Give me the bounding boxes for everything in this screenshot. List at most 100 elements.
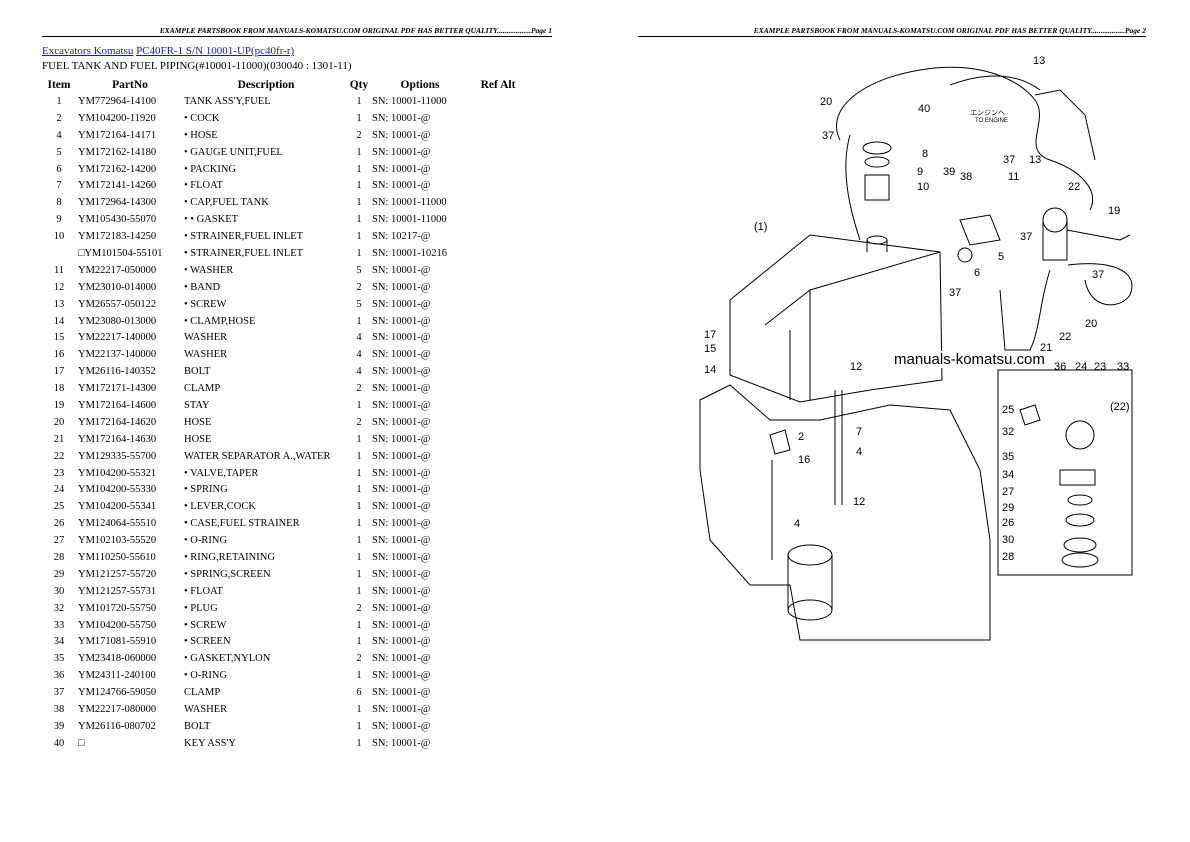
svg-text:38: 38 (960, 171, 972, 183)
cell-ref-alt (468, 161, 528, 178)
svg-text:22: 22 (1059, 331, 1071, 343)
cell-ref-alt (468, 617, 528, 634)
cell-qty: 4 (356, 366, 362, 378)
cell-options: SN: 10001-@ (372, 687, 431, 699)
cell-description: WASHER (184, 704, 228, 715)
cell-qty: 1 (356, 670, 362, 682)
cell-qty: 1 (356, 163, 362, 175)
cell-options: SN: 10001-@ (372, 366, 431, 378)
cell-options: SN: 10001-@ (372, 281, 431, 293)
svg-text:4: 4 (856, 446, 862, 458)
cell-description: • STRAINER,FUEL INLET (184, 231, 304, 243)
breadcrumb-link-model[interactable]: PC40FR-1 S/N 10001-UP(pc40fr-r) (136, 45, 295, 57)
cell-description: • O-RING (184, 670, 228, 682)
cell-options: SN: 10001-@ (372, 467, 431, 479)
cell-description: • HOSE (184, 129, 218, 141)
svg-text:40: 40 (918, 103, 930, 115)
cell-description: WASHER (184, 332, 228, 344)
cell-ref-alt (468, 228, 528, 245)
cell-options: SN: 10001-@ (372, 636, 431, 648)
cell-partno: YM172171-14300 (78, 383, 157, 395)
cell-item: 9 (56, 214, 62, 226)
cell-ref-alt (468, 481, 528, 498)
cell-partno: YM172164-14630 (78, 433, 157, 445)
svg-text:14: 14 (704, 364, 716, 376)
cell-qty: 5 (356, 264, 362, 276)
cell-ref-alt (468, 127, 528, 144)
svg-text:5: 5 (998, 251, 1004, 263)
cell-qty: 1 (356, 484, 362, 496)
cell-partno: YM121257-55731 (78, 585, 157, 597)
cell-qty: 2 (356, 653, 362, 665)
cell-ref-alt (468, 397, 528, 414)
water-separator (1042, 207, 1068, 233)
cell-description: • SCREW (184, 298, 227, 310)
cell-qty: 1 (356, 146, 362, 158)
cell-item: 26 (53, 518, 65, 530)
cell-description: CLAMP (184, 383, 221, 395)
cell-options: SN: 10001-@ (372, 399, 431, 411)
breadcrumb: Excavators Komatsu PC40FR-1 S/N 10001-UP… (42, 45, 294, 57)
cell-partno: YM26557-050122 (78, 298, 157, 310)
cell-partno: YM23080-013000 (78, 315, 157, 327)
cell-partno: YM105430-55070 (78, 214, 157, 226)
cell-qty: 1 (356, 450, 362, 462)
cell-partno: YM110250-55610 (78, 551, 156, 563)
cell-item (42, 245, 76, 262)
cell-ref-alt (468, 431, 528, 448)
cell-description: • CLAMP,HOSE (184, 315, 256, 327)
cell-description: • PACKING (184, 163, 237, 175)
cell-item: 19 (53, 399, 65, 411)
cell-description: • BAND (184, 281, 221, 293)
svg-text:13: 13 (1029, 154, 1041, 166)
svg-text:11: 11 (1008, 171, 1019, 183)
cell-description: HOSE (184, 433, 212, 445)
page-header-right: EXAMPLE PARTSBOOK FROM MANUALS-KOMATSU.C… (638, 26, 1146, 37)
svg-text:28: 28 (1002, 551, 1014, 563)
cell-options: SN: 10001-11000 (372, 214, 447, 226)
cell-partno: YM104200-55341 (78, 501, 157, 513)
svg-text:(22): (22) (1110, 401, 1130, 413)
page-header-left: EXAMPLE PARTSBOOK FROM MANUALS-KOMATSU.C… (42, 26, 552, 37)
parts-table-header: Item PartNo Description Qty Options Ref … (42, 76, 528, 93)
cell-ref-alt (468, 684, 528, 701)
cell-qty: 1 (356, 720, 362, 732)
fuel-tank-outline (729, 234, 943, 403)
cell-qty: 1 (356, 214, 362, 226)
svg-text:12: 12 (850, 361, 862, 373)
cell-description: • VALVE,TAPER (184, 467, 259, 479)
svg-text:22: 22 (1068, 181, 1080, 193)
cell-qty: 1 (356, 231, 362, 243)
cell-ref-alt (468, 650, 528, 667)
cell-item: 39 (53, 720, 65, 732)
svg-text:12: 12 (853, 496, 865, 508)
cell-ref-alt (468, 329, 528, 346)
cell-options: SN: 10001-11000 (372, 95, 447, 107)
cell-partno: YM172183-14250 (78, 231, 157, 243)
svg-text:15: 15 (704, 343, 716, 355)
cell-options: SN: 10001-@ (372, 619, 431, 631)
cell-qty: 1 (356, 501, 362, 513)
cell-ref-alt (468, 532, 528, 549)
filler-cap (862, 141, 892, 155)
cell-ref-alt (468, 177, 528, 194)
breadcrumb-link-category[interactable]: Excavators Komatsu (42, 45, 134, 57)
cell-ref-alt (468, 600, 528, 617)
cell-ref-alt (468, 667, 528, 684)
svg-text:9: 9 (917, 166, 923, 178)
cell-qty: 2 (356, 281, 362, 293)
